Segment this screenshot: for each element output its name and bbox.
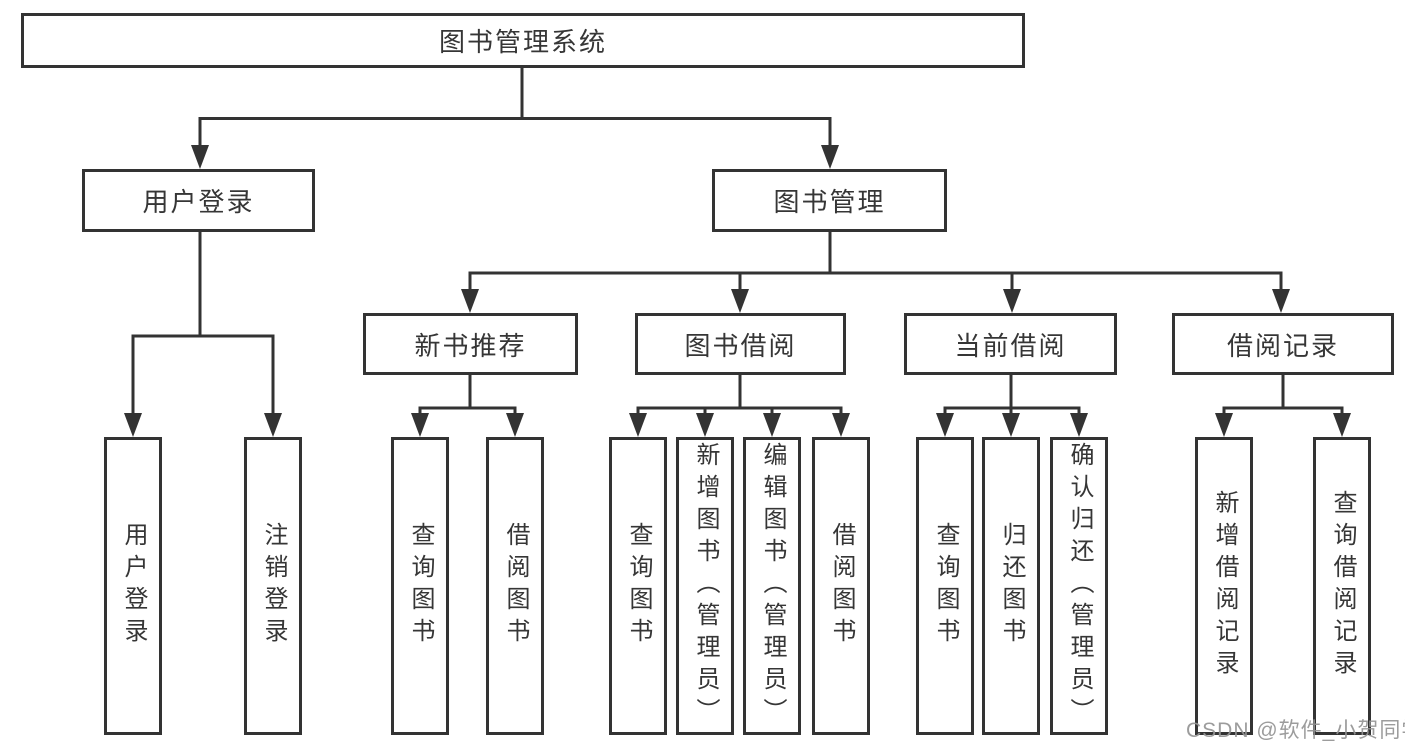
node-borrow-records: 借阅记录 — [1172, 313, 1394, 375]
node-user-login: 用户登录 — [82, 169, 315, 232]
leaf-return-book: 归还图书 — [982, 437, 1040, 735]
node-root: 图书管理系统 — [21, 13, 1025, 68]
leaf-query-books-current: 查询图书 — [916, 437, 974, 735]
leaf-query-borrow-record: 查询借阅记录 — [1313, 437, 1371, 735]
leaf-query-books-recommend: 查询图书 — [391, 437, 449, 735]
node-book-borrow: 图书借阅 — [635, 313, 846, 375]
leaf-edit-book-admin: 编辑图书（管理员） — [743, 437, 801, 735]
leaf-logout: 注销登录 — [244, 437, 302, 735]
node-current-borrow: 当前借阅 — [904, 313, 1117, 375]
leaf-borrow-books-recommend: 借阅图书 — [486, 437, 544, 735]
leaf-confirm-return-admin: 确认归还（管理员） — [1050, 437, 1108, 735]
leaf-add-borrow-record: 新增借阅记录 — [1195, 437, 1253, 735]
node-book-management: 图书管理 — [712, 169, 947, 232]
leaf-add-book-admin: 新增图书（管理员） — [676, 437, 734, 735]
leaf-borrow-books: 借阅图书 — [812, 437, 870, 735]
leaf-user-login: 用户登录 — [104, 437, 162, 735]
leaf-query-books-borrow: 查询图书 — [609, 437, 667, 735]
node-new-book-recommend: 新书推荐 — [363, 313, 578, 375]
watermark-text: CSDN @软件_小贺同学 — [1186, 719, 1405, 742]
